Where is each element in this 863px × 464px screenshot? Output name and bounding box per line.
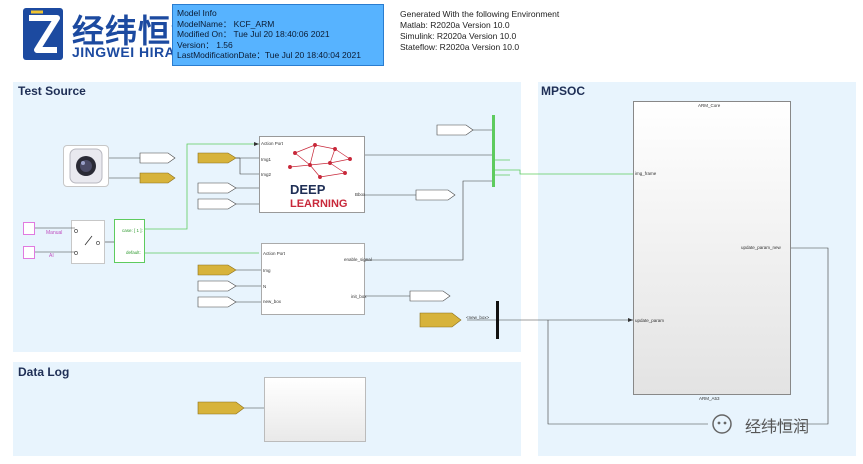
- model-info-line: ModelName： KCF_ARM: [177, 18, 275, 29]
- data-log-title: Data Log: [18, 365, 70, 379]
- test-source-title: Test Source: [18, 84, 86, 98]
- mb-port-n: N: [263, 284, 267, 289]
- deep-text: DEEP: [290, 182, 326, 197]
- mb-port-enable: enable_signal: [344, 257, 372, 262]
- environment-line: Simulink: R2020a Version 10.0: [400, 31, 517, 41]
- ai-input-label: AI: [49, 253, 54, 259]
- model-info-line: Modified On： Tue Jul 20 18:40:06 2021: [177, 29, 330, 40]
- manual-input-label: Manual: [46, 230, 63, 236]
- manual-switch-block[interactable]: [71, 220, 105, 264]
- learning-text: LEARNING: [290, 198, 347, 210]
- neural-brain-icon: DEEP LEARNING: [288, 143, 352, 210]
- model-info-box[interactable]: Model Info ModelName： KCF_ARM Modified O…: [172, 4, 384, 66]
- manual-constant-block[interactable]: [23, 222, 35, 235]
- mb-port-newbox: new_box: [263, 299, 282, 304]
- mpsoc-title: MPSOC: [541, 84, 586, 98]
- ai-constant-block[interactable]: [23, 246, 35, 259]
- mb-port-action: Action Port: [263, 251, 286, 256]
- environment-line: Stateflow: R2020a Version 10.0: [400, 42, 520, 52]
- watermark-text: 经纬恒润: [745, 417, 810, 436]
- camera-icon: [69, 148, 103, 184]
- arm-port-update-param-new: update_param_new: [741, 245, 781, 250]
- model-info-line: Version： 1.56: [177, 39, 233, 50]
- manual-init-block[interactable]: [261, 243, 365, 315]
- environment-header: Generated With the following Environment: [400, 9, 560, 19]
- environment-line: Matlab: R2020a Version 10.0: [400, 20, 510, 30]
- dl-port-img2: Img2: [261, 172, 272, 177]
- environment-info: Generated With the following Environment…: [400, 9, 559, 53]
- model-info-line: LastModificationDate：Tue Jul 20 18:40:04…: [177, 50, 361, 61]
- switch-case-block[interactable]: [114, 219, 145, 263]
- arm-port-img-frame: img_frame: [635, 171, 657, 176]
- mb-port-initbox: init_box: [351, 294, 367, 299]
- model-info-header: Model Info: [177, 8, 217, 18]
- bus-label: <new_box>: [466, 315, 490, 320]
- dl-port-img1: Img1: [261, 157, 272, 162]
- mb-port-img: Img: [263, 268, 271, 273]
- dl-port-action: Action Port: [261, 141, 284, 146]
- logo-english-name: JINGWEI HIRAIN: [72, 44, 191, 60]
- camera-block[interactable]: [63, 145, 109, 187]
- default-label: default:: [126, 250, 141, 255]
- dl-port-bbox: Bbox: [355, 192, 366, 197]
- wechat-icon: [712, 414, 732, 434]
- arm-port-update-param: update_param: [635, 318, 665, 323]
- data-log-block[interactable]: [264, 377, 366, 442]
- case-label: case: [ 1 ]:: [122, 228, 143, 233]
- arm-core-title: ARM_Core: [698, 103, 721, 108]
- arm-core-footer: ARM_A53: [699, 396, 720, 401]
- deep-learning-block[interactable]: DEEP LEARNING: [259, 136, 365, 213]
- company-logo-icon: [23, 8, 63, 60]
- switch-icon: [74, 229, 100, 255]
